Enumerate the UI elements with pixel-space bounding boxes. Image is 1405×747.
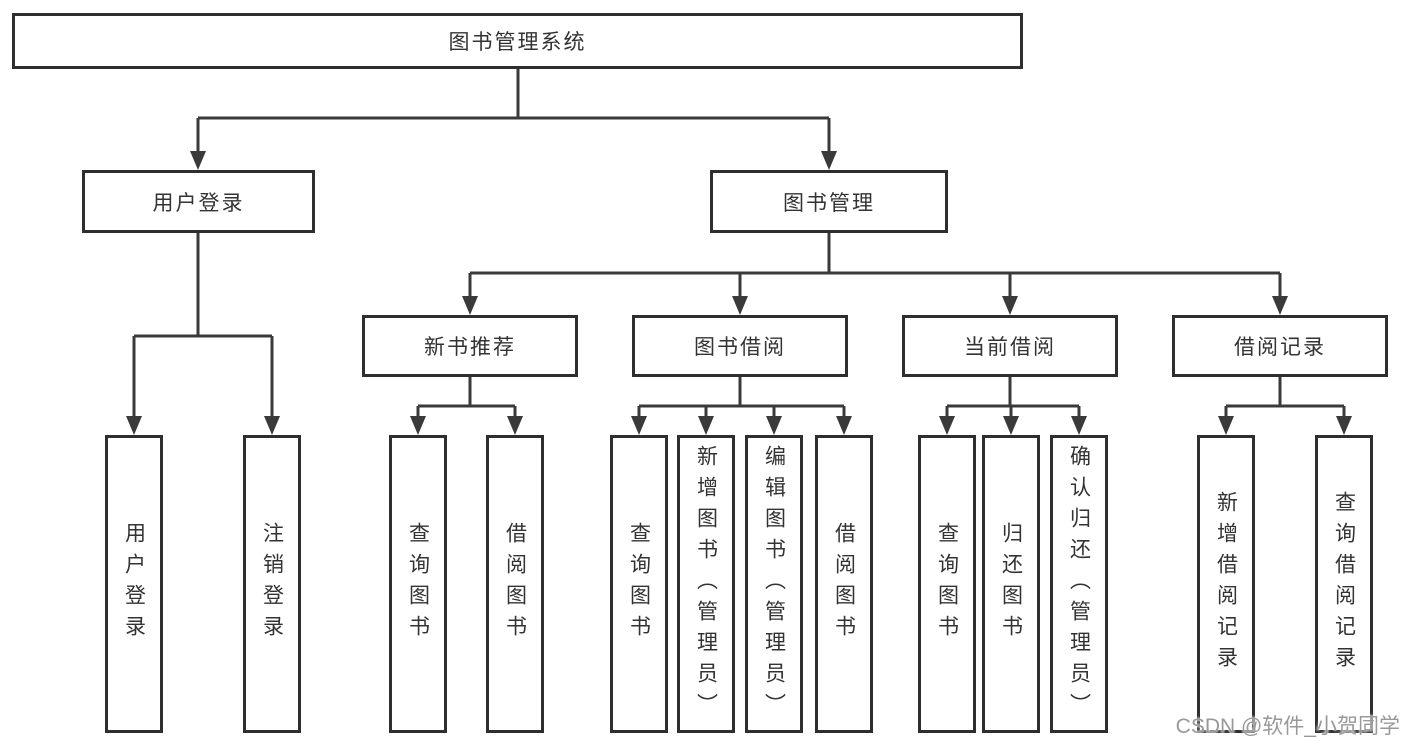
- arrow-down-icon: [1003, 416, 1019, 435]
- arrow-down-icon: [126, 416, 142, 435]
- node-borrowing-records: 借阅记录: [1172, 315, 1388, 377]
- connector-user-login: [126, 233, 280, 435]
- node-book-management: 图书管理: [710, 170, 948, 233]
- arrow-down-icon: [939, 416, 955, 435]
- arrow-down-icon: [190, 151, 206, 170]
- node-library-management-system: 图书管理系统: [12, 13, 1023, 69]
- node-label: 借阅图书: [832, 522, 856, 646]
- node-label: 新增图书（管理员）: [694, 444, 718, 724]
- arrow-down-icon: [836, 416, 852, 435]
- arrow-down-icon: [1272, 296, 1288, 315]
- leaf-user-login: 用户登录: [105, 435, 163, 733]
- node-label: 新书推荐: [424, 336, 516, 359]
- node-current-borrowing: 当前借阅: [902, 315, 1118, 377]
- arrow-down-icon: [732, 296, 748, 315]
- arrow-down-icon: [1071, 416, 1087, 435]
- csdn-watermark: CSDN @软件_小贺同学: [1175, 715, 1400, 738]
- arrow-down-icon: [766, 416, 782, 435]
- node-new-book-recommendation: 新书推荐: [362, 315, 578, 377]
- arrow-down-icon: [1218, 416, 1234, 435]
- node-label: 新增借阅记录: [1214, 491, 1238, 677]
- leaf-return-books: 归还图书: [982, 435, 1040, 733]
- leaf-edit-books-admin: 编辑图书（管理员）: [745, 435, 803, 733]
- arrow-down-icon: [821, 151, 837, 170]
- arrow-down-icon: [698, 416, 714, 435]
- connector-book-management: [462, 233, 1288, 315]
- node-label: 查询图书: [627, 522, 651, 646]
- node-label: 当前借阅: [964, 336, 1056, 359]
- node-label: 编辑图书（管理员）: [762, 444, 786, 724]
- node-user-login: 用户登录: [82, 170, 315, 233]
- arrow-down-icon: [264, 416, 280, 435]
- leaf-borrow-books-2: 借阅图书: [815, 435, 873, 733]
- node-label: 图书借阅: [694, 336, 786, 359]
- node-label: 借阅图书: [503, 522, 527, 646]
- node-label: 图书管理: [783, 191, 875, 215]
- leaf-borrow-books: 借阅图书: [486, 435, 544, 733]
- arrow-down-icon: [462, 296, 478, 315]
- node-label: 用户登录: [152, 191, 245, 215]
- leaf-query-books: 查询图书: [389, 435, 447, 733]
- connector-book-borrowing: [631, 377, 852, 435]
- leaf-query-books-3: 查询图书: [918, 435, 976, 733]
- leaf-confirm-return-admin: 确认归还（管理员）: [1050, 435, 1108, 733]
- node-label: 借阅记录: [1234, 336, 1326, 359]
- leaf-query-borrow-record: 查询借阅记录: [1315, 435, 1373, 733]
- arrow-down-icon: [631, 416, 647, 435]
- connector-root: [190, 69, 837, 170]
- node-book-borrowing: 图书借阅: [632, 315, 848, 377]
- connector-current-borrowing: [939, 377, 1087, 435]
- leaf-add-books-admin: 新增图书（管理员）: [677, 435, 735, 733]
- arrow-down-icon: [1002, 296, 1018, 315]
- arrow-down-icon: [410, 416, 426, 435]
- leaf-logout-login: 注销登录: [243, 435, 301, 733]
- connector-borrowing-records: [1218, 377, 1352, 435]
- connector-new-book-recommendation: [410, 377, 523, 435]
- leaf-query-books-2: 查询图书: [610, 435, 668, 733]
- node-label: 用户登录: [122, 522, 146, 646]
- node-label: 归还图书: [999, 522, 1023, 646]
- node-label: 图书管理系统: [448, 31, 587, 54]
- node-label: 确认归还（管理员）: [1067, 444, 1091, 724]
- node-label: 查询图书: [406, 522, 430, 646]
- leaf-add-borrow-record: 新增借阅记录: [1197, 435, 1255, 733]
- node-label: 查询图书: [935, 522, 959, 646]
- arrow-down-icon: [507, 416, 523, 435]
- node-label: 注销登录: [260, 522, 284, 646]
- node-label: 查询借阅记录: [1332, 491, 1356, 677]
- arrow-down-icon: [1336, 416, 1352, 435]
